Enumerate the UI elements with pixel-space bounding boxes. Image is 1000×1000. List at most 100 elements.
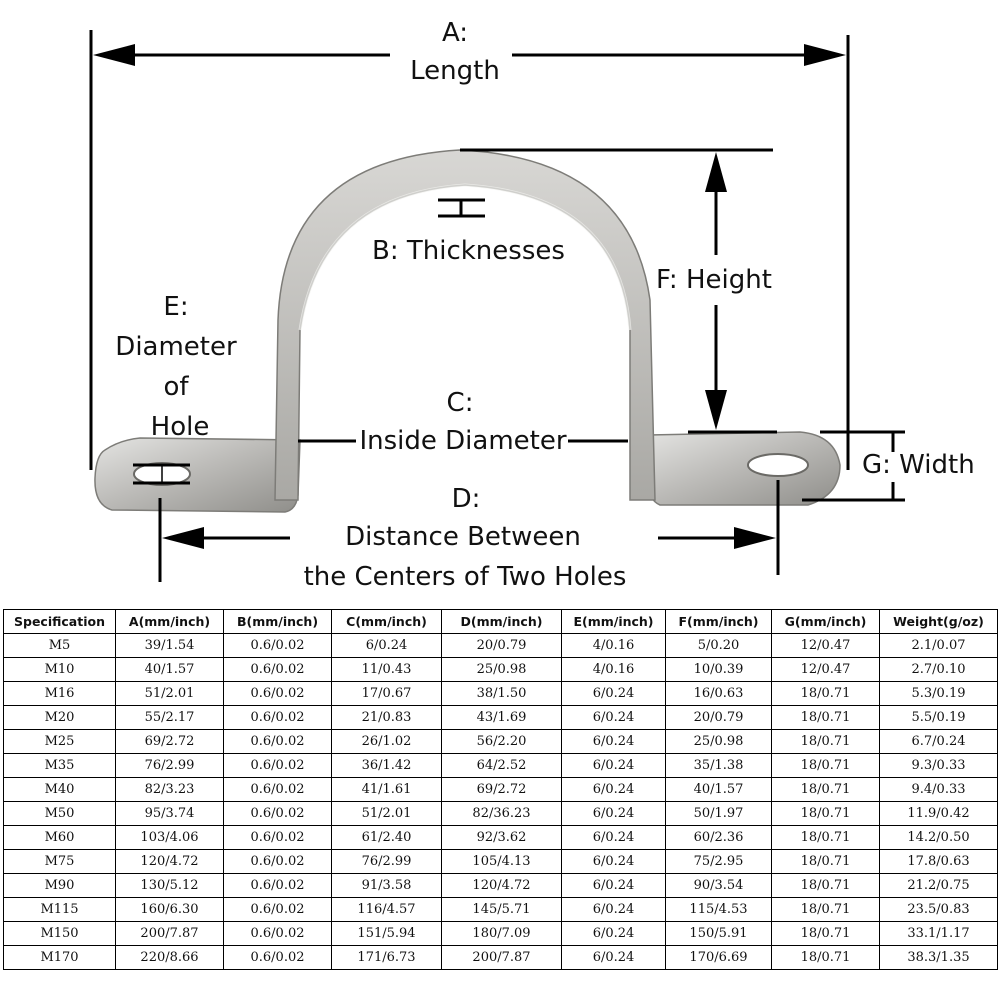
left-flange <box>94 437 301 513</box>
value-cell: 18/0.71 <box>771 705 880 730</box>
value-cell: 116/4.57 <box>331 897 442 922</box>
column-header: E(mm/inch) <box>561 609 666 634</box>
spec-cell: M60 <box>3 825 116 850</box>
value-cell: 95/3.74 <box>115 801 224 826</box>
spec-cell: M5 <box>3 633 116 658</box>
right-hole <box>747 453 809 477</box>
value-cell: 4/0.16 <box>561 633 666 658</box>
value-cell: 18/0.71 <box>771 681 880 706</box>
value-cell: 0.6/0.02 <box>223 729 332 754</box>
spec-cell: M150 <box>3 921 116 946</box>
label-e-diameter: Diameter <box>115 332 237 362</box>
label-a-letter: A: <box>441 18 469 48</box>
value-cell: 160/6.30 <box>115 897 224 922</box>
value-cell: 35/1.38 <box>665 753 772 778</box>
label-e-letter: E: <box>163 292 189 322</box>
value-cell: 5.5/0.19 <box>879 705 998 730</box>
value-cell: 6/0.24 <box>561 705 666 730</box>
column-header: Weight(g/oz) <box>879 609 998 634</box>
value-cell: 82/36.23 <box>441 801 562 826</box>
value-cell: 171/6.73 <box>331 945 442 970</box>
value-cell: 14.2/0.50 <box>879 825 998 850</box>
pipe-clamp-diagram <box>89 30 905 582</box>
value-cell: 0.6/0.02 <box>223 849 332 874</box>
value-cell: 61/2.40 <box>331 825 442 850</box>
value-cell: 180/7.09 <box>441 921 562 946</box>
column-header: Specification <box>3 609 116 634</box>
value-cell: 6/0.24 <box>561 849 666 874</box>
value-cell: 10/0.39 <box>665 657 772 682</box>
spec-cell: M16 <box>3 681 116 706</box>
value-cell: 17/0.67 <box>331 681 442 706</box>
value-cell: 120/4.72 <box>441 873 562 898</box>
value-cell: 40/1.57 <box>665 777 772 802</box>
value-cell: 6/0.24 <box>331 633 442 658</box>
value-cell: 6/0.24 <box>561 729 666 754</box>
label-d-letter: D: <box>451 484 481 514</box>
value-cell: 105/4.13 <box>441 849 562 874</box>
label-e-hole: Hole <box>150 412 210 442</box>
value-cell: 50/1.97 <box>665 801 772 826</box>
value-cell: 6/0.24 <box>561 681 666 706</box>
value-cell: 55/2.17 <box>115 705 224 730</box>
column-header: C(mm/inch) <box>331 609 442 634</box>
value-cell: 130/5.12 <box>115 873 224 898</box>
value-cell: 2.1/0.07 <box>879 633 998 658</box>
label-c-inside-diameter: Inside Diameter <box>359 426 567 456</box>
label-a-length: Length <box>410 56 500 86</box>
value-cell: 4/0.16 <box>561 657 666 682</box>
label-d-line2: the Centers of Two Holes <box>303 562 627 592</box>
spec-cell: M90 <box>3 873 116 898</box>
value-cell: 6/0.24 <box>561 801 666 826</box>
right-flange <box>647 431 841 506</box>
value-cell: 18/0.71 <box>771 825 880 850</box>
value-cell: 82/3.23 <box>115 777 224 802</box>
value-cell: 18/0.71 <box>771 897 880 922</box>
value-cell: 64/2.52 <box>441 753 562 778</box>
value-cell: 12/0.47 <box>771 633 880 658</box>
table-header-row: Specification A(mm/inch) B(mm/inch) C(mm… <box>3 609 998 634</box>
value-cell: 5/0.20 <box>665 633 772 658</box>
value-cell: 23.5/0.83 <box>879 897 998 922</box>
value-cell: 170/6.69 <box>665 945 772 970</box>
value-cell: 103/4.06 <box>115 825 224 850</box>
value-cell: 26/1.02 <box>331 729 442 754</box>
value-cell: 75/2.95 <box>665 849 772 874</box>
value-cell: 38.3/1.35 <box>879 945 998 970</box>
spec-cell: M170 <box>3 945 116 970</box>
value-cell: 60/2.36 <box>665 825 772 850</box>
value-cell: 0.6/0.02 <box>223 633 332 658</box>
spec-cell: M50 <box>3 801 116 826</box>
value-cell: 21.2/0.75 <box>879 873 998 898</box>
value-cell: 120/4.72 <box>115 849 224 874</box>
value-cell: 0.6/0.02 <box>223 753 332 778</box>
value-cell: 17.8/0.63 <box>879 849 998 874</box>
spec-cell: M75 <box>3 849 116 874</box>
value-cell: 18/0.71 <box>771 945 880 970</box>
value-cell: 0.6/0.02 <box>223 825 332 850</box>
value-cell: 5.3/0.19 <box>879 681 998 706</box>
value-cell: 18/0.71 <box>771 849 880 874</box>
value-cell: 200/7.87 <box>441 945 562 970</box>
value-cell: 18/0.71 <box>771 921 880 946</box>
value-cell: 6/0.24 <box>561 873 666 898</box>
value-cell: 76/2.99 <box>115 753 224 778</box>
specification-table: Specification A(mm/inch) B(mm/inch) C(mm… <box>3 609 998 970</box>
spec-cell: M40 <box>3 777 116 802</box>
value-cell: 56/2.20 <box>441 729 562 754</box>
spec-cell: M25 <box>3 729 116 754</box>
dimension-lines <box>89 30 905 582</box>
spec-cell: M10 <box>3 657 116 682</box>
value-cell: 69/2.72 <box>441 777 562 802</box>
value-cell: 40/1.57 <box>115 657 224 682</box>
